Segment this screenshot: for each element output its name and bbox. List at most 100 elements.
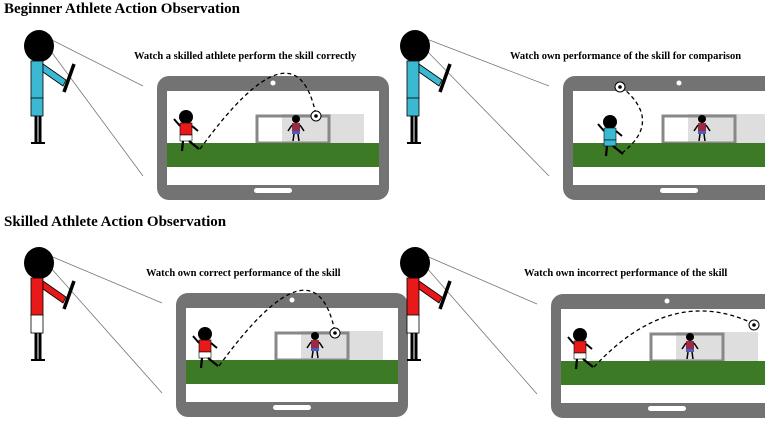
section-title-skilled: Skilled Athlete Action Observation bbox=[4, 214, 227, 230]
observer-figure bbox=[24, 247, 76, 361]
observer-head bbox=[24, 247, 54, 279]
observer-arm bbox=[418, 63, 443, 87]
kicker-shorts bbox=[603, 139, 617, 147]
goalkeeper-arm bbox=[318, 341, 324, 349]
handheld-tablet bbox=[438, 280, 452, 310]
goalkeeper-shorts bbox=[292, 131, 300, 134]
soccer-ball-patch bbox=[752, 323, 756, 327]
goalkeeper-leg bbox=[292, 133, 295, 142]
kicker-shorts bbox=[198, 351, 212, 359]
goalkeeper-head bbox=[311, 332, 319, 340]
goalkeeper-leg bbox=[698, 133, 701, 142]
observer-arm bbox=[418, 280, 443, 304]
observer-head bbox=[24, 30, 54, 62]
tablet bbox=[157, 72, 389, 200]
panel-skilled-correct bbox=[24, 247, 408, 417]
kicker-arm bbox=[173, 118, 181, 127]
handheld-tablet bbox=[438, 63, 452, 93]
kicker-leg bbox=[207, 357, 219, 367]
tablet-camera bbox=[289, 297, 295, 303]
sight-line bbox=[47, 37, 144, 87]
observer-arm bbox=[42, 63, 67, 87]
ball-trajectory bbox=[199, 72, 317, 150]
kicker-arm bbox=[597, 123, 605, 132]
tablet-camera bbox=[676, 80, 682, 86]
sight-line bbox=[425, 266, 538, 395]
kicker-head bbox=[179, 110, 193, 124]
kicker-leg bbox=[582, 358, 594, 368]
tablet bbox=[176, 289, 408, 417]
goalkeeper-leg bbox=[686, 351, 689, 360]
kicker-head bbox=[573, 328, 587, 342]
tablet bbox=[551, 294, 765, 418]
observer-shirt bbox=[30, 60, 44, 100]
goalkeeper-shirt bbox=[686, 341, 694, 349]
kicker-head bbox=[603, 115, 617, 129]
goalkeeper-shorts bbox=[311, 348, 319, 351]
kicker-head bbox=[198, 327, 212, 341]
observer-shirt bbox=[406, 277, 420, 317]
kicker-arm bbox=[192, 335, 200, 344]
observer-head bbox=[400, 247, 430, 279]
kicker-leg bbox=[604, 145, 609, 157]
kicker-arm bbox=[210, 342, 218, 349]
goalkeeper-leg bbox=[703, 133, 706, 142]
caption-panel-2: Watch own performance of the skill for c… bbox=[510, 51, 742, 62]
grass-field bbox=[573, 143, 765, 167]
tablet-home-button bbox=[254, 188, 292, 193]
goalkeeper-arm bbox=[681, 342, 687, 350]
goalkeeper-arm bbox=[287, 124, 293, 132]
observer-figure bbox=[24, 30, 76, 144]
goalkeeper-leg bbox=[691, 351, 694, 360]
grass-field bbox=[186, 360, 398, 384]
grass-field bbox=[167, 143, 379, 167]
observer-figure bbox=[400, 247, 452, 361]
kicker-arm bbox=[615, 130, 623, 137]
kicker-leg bbox=[180, 140, 185, 152]
ball-trajectory bbox=[218, 289, 336, 367]
kicker-leg bbox=[199, 357, 204, 369]
kicker-shirt bbox=[573, 340, 587, 354]
sight-line bbox=[49, 49, 144, 177]
goalkeeper-head bbox=[686, 333, 694, 341]
tablet-home-button bbox=[648, 406, 686, 411]
sight-line bbox=[425, 49, 550, 177]
kicker-shorts bbox=[573, 352, 587, 360]
goalkeeper-head bbox=[292, 115, 300, 123]
observer-shirt bbox=[406, 60, 420, 100]
observer-head bbox=[400, 30, 430, 62]
kicker-shirt bbox=[179, 122, 193, 136]
kicker-arm bbox=[567, 336, 575, 345]
panel-skilled-incorrect bbox=[400, 247, 765, 418]
goalkeeper-shorts bbox=[686, 349, 694, 352]
kicker-shirt bbox=[603, 127, 617, 141]
section-title-beginner: Beginner Athlete Action Observation bbox=[4, 1, 240, 17]
tablet bbox=[563, 76, 765, 200]
ball-trajectory bbox=[621, 88, 644, 154]
observer-shorts bbox=[30, 314, 44, 334]
caption-panel-4: Watch own incorrect performance of the s… bbox=[524, 268, 728, 279]
soccer-ball-patch bbox=[333, 331, 337, 335]
tablet-camera bbox=[664, 298, 670, 304]
kicker-arm bbox=[191, 125, 199, 132]
goalkeeper-shorts bbox=[698, 131, 706, 134]
kicker-shorts bbox=[179, 134, 193, 142]
observer-shorts bbox=[30, 97, 44, 117]
panel-beginner-skilled-model bbox=[24, 30, 389, 200]
tablet-camera bbox=[270, 80, 276, 86]
handheld-tablet bbox=[62, 280, 76, 310]
soccer-ball-patch bbox=[314, 114, 318, 118]
caption-panel-1: Watch a skilled athlete perform the skil… bbox=[134, 51, 357, 62]
kicker-shirt bbox=[198, 339, 212, 353]
goalkeeper-arm bbox=[693, 342, 699, 350]
goalkeeper-leg bbox=[297, 133, 300, 142]
goalkeeper-shirt bbox=[292, 123, 300, 131]
kicker-leg bbox=[574, 358, 579, 370]
tablet-home-button bbox=[660, 188, 698, 193]
observer-shorts bbox=[406, 314, 420, 334]
goalkeeper-arm bbox=[299, 124, 305, 132]
sight-line bbox=[423, 254, 538, 305]
kicker-leg bbox=[188, 140, 200, 150]
goalkeeper-shirt bbox=[311, 340, 319, 348]
panel-beginner-self bbox=[400, 30, 765, 200]
